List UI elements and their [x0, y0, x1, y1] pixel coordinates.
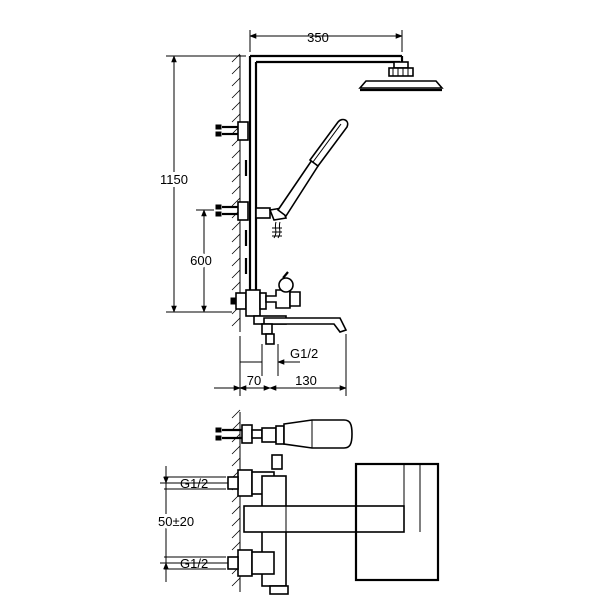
dim-depths: 70 130 — [214, 334, 347, 396]
dim-label-600: 600 — [190, 253, 212, 268]
plan-square-shower-head — [354, 462, 440, 582]
dim-label-g12-lower-1: G1/2 — [180, 476, 208, 491]
dim-label-g12-lower-2: G1/2 — [180, 556, 208, 571]
dim-label-70: 70 — [247, 373, 261, 388]
dim-thread-lower: G1/2 G1/2 — [160, 476, 228, 571]
shower-head — [358, 61, 444, 92]
plan-mixer — [227, 454, 405, 595]
middle-wall-bracket — [215, 201, 249, 221]
wall-hatching — [231, 53, 241, 332]
plan-view: G1/2 G1/2 50±20 — [155, 409, 440, 595]
dim-label-g12-upper: G1/2 — [290, 346, 318, 361]
plan-bracket-handshower — [215, 419, 353, 449]
dim-label-1150: 1150 — [160, 172, 188, 187]
dim-thread-upper: G1/2 — [240, 344, 318, 376]
hand-shower — [255, 118, 349, 239]
mixer-body — [230, 271, 348, 345]
dim-total-height: 1150 — [157, 55, 246, 313]
dim-label-350: 350 — [307, 30, 329, 45]
upper-wall-bracket — [215, 121, 249, 141]
elevation-view: 350 1150 600 G1/2 — [157, 30, 444, 396]
dim-top-width: 350 — [249, 30, 403, 52]
riser-pipe — [248, 54, 404, 290]
dim-mixer-height: 600 — [187, 209, 215, 313]
dim-label-50-20: 50±20 — [158, 514, 194, 529]
dim-label-130: 130 — [295, 373, 317, 388]
dim-centre-distance: 50±20 — [155, 466, 197, 582]
